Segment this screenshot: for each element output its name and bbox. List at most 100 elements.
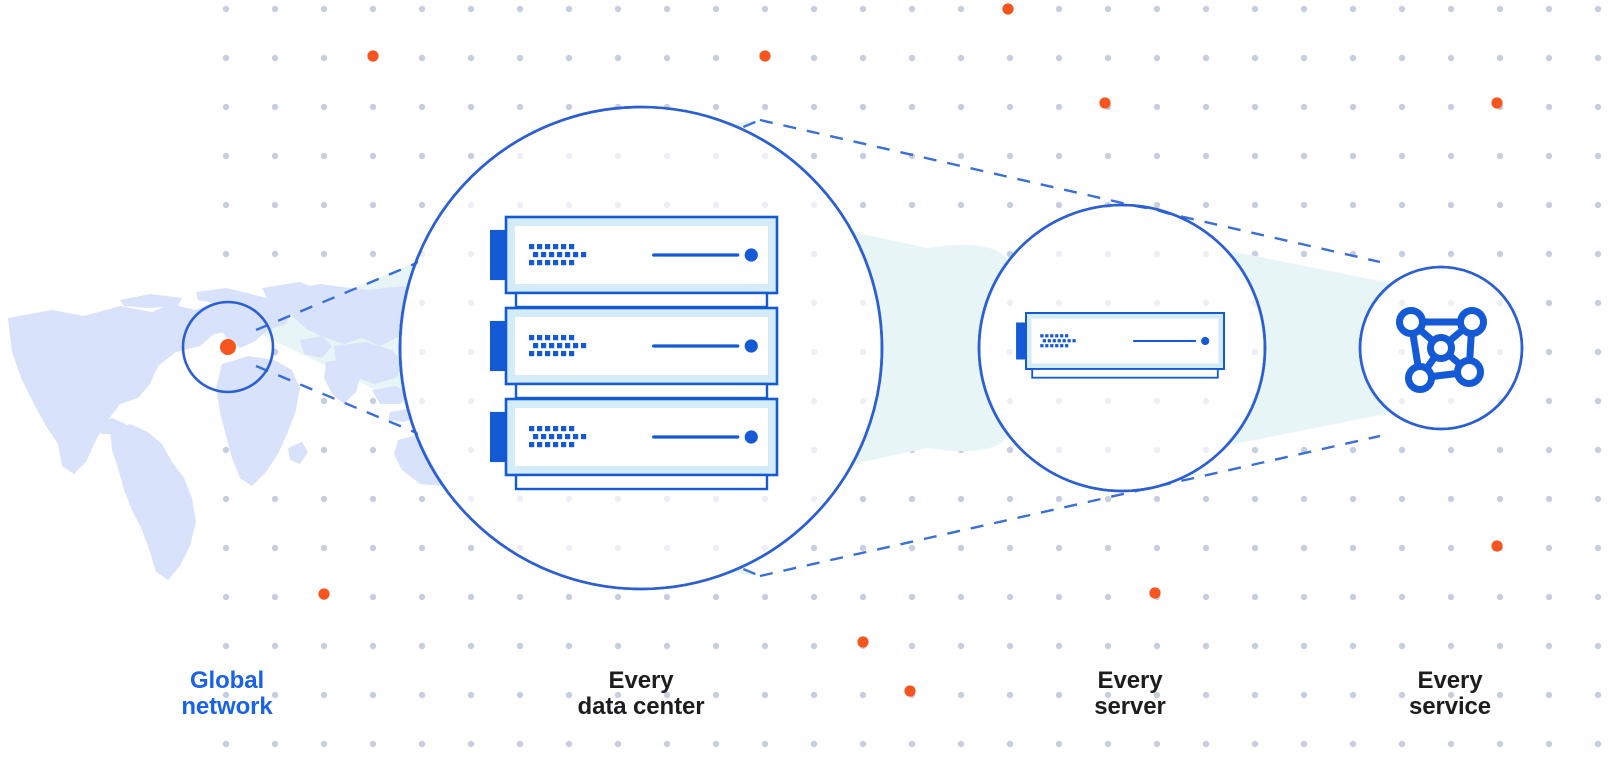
grid-dot: [1398, 544, 1406, 552]
grid-dot: [467, 348, 475, 356]
grid-dot: [957, 495, 965, 503]
grid-dot: [1398, 152, 1406, 160]
grid-dot: [1202, 446, 1210, 454]
grid-dot: [614, 642, 622, 650]
grid-dot: [1104, 152, 1112, 160]
grid-dot: [1545, 397, 1553, 405]
grid-dot: [222, 691, 230, 699]
grid-dot: [957, 544, 965, 552]
grid-dot: [1300, 5, 1308, 13]
grid-dot: [467, 397, 475, 405]
grid-dot: [712, 740, 720, 748]
grid-dot: [1202, 495, 1210, 503]
grid-dot: [222, 103, 230, 111]
grid-dot: [1496, 642, 1504, 650]
grid-dot: [1153, 740, 1161, 748]
status-led: [541, 434, 547, 440]
grid-dot: [1104, 201, 1112, 209]
status-led: [1050, 334, 1054, 338]
grid-dot: [1153, 201, 1161, 209]
grid-dot: [1202, 691, 1210, 699]
status-led: [1055, 334, 1059, 338]
grid-dot: [369, 740, 377, 748]
grid-dot: [1594, 544, 1602, 552]
grid-dot: [1300, 5, 1308, 13]
status-led: [529, 244, 535, 250]
grid-dot: [1104, 593, 1112, 601]
grid-dot: [1545, 348, 1553, 356]
map-location-pin-icon: [220, 339, 236, 355]
grid-dot: [1251, 740, 1259, 748]
grid-dot: [1055, 103, 1063, 111]
grid-dot: [1055, 152, 1063, 160]
rack-rail: [1031, 368, 1219, 379]
grid-dot: [516, 5, 524, 13]
grid-dot: [908, 642, 916, 650]
grid-dot: [663, 495, 671, 503]
grid-dot: [1447, 544, 1455, 552]
grid-dot: [1447, 642, 1455, 650]
grid-dot: [761, 54, 769, 62]
grid-dot: [663, 740, 671, 748]
grid-dot: [565, 691, 573, 699]
grid-dot: [1300, 348, 1308, 356]
grid-dot: [418, 250, 426, 258]
grid-dot: [908, 691, 916, 699]
grid-dot: [1153, 152, 1161, 160]
grid-dot: [320, 397, 328, 405]
grid-dot: [1104, 152, 1112, 160]
grid-dot: [1398, 642, 1406, 650]
grid-dot: [859, 5, 867, 13]
grid-dot: [712, 54, 720, 62]
status-led: [1067, 339, 1071, 343]
grid-dot: [418, 348, 426, 356]
grid-dot: [957, 740, 965, 748]
grid-dot: [1104, 5, 1112, 13]
grid-dot: [1251, 446, 1259, 454]
grid-dot: [418, 397, 426, 405]
grid-dot: [908, 740, 916, 748]
grid-dot: [1104, 691, 1112, 699]
grid-dot: [957, 691, 965, 699]
grid-dot: [222, 152, 230, 160]
grid-dot: [1349, 54, 1357, 62]
grid-dot: [1496, 201, 1504, 209]
grid-dot: [1594, 250, 1602, 258]
grid-dot: [369, 250, 377, 258]
grid-dot: [1055, 250, 1063, 258]
grid-dot: [418, 691, 426, 699]
grid-dot: [320, 642, 328, 650]
grid-dot: [1594, 103, 1602, 111]
grid-dot: [369, 691, 377, 699]
grid-dot: [1202, 250, 1210, 258]
grid-dot: [369, 740, 377, 748]
grid-dot: [614, 54, 622, 62]
grid-dot: [1545, 299, 1553, 307]
grid-dot: [908, 593, 916, 601]
status-led: [533, 434, 539, 440]
grid-dot: [761, 152, 769, 160]
grid-dot: [418, 103, 426, 111]
grid-dot: [1496, 103, 1504, 111]
grid-dot: [1398, 348, 1406, 356]
grid-dot: [1202, 299, 1210, 307]
single-server-unit: [1016, 312, 1225, 379]
grid-dot: [516, 691, 524, 699]
grid-dot: [516, 544, 524, 552]
grid-dot: [565, 495, 573, 503]
caption-line-1: Every: [1417, 667, 1483, 694]
grid-dot: [1251, 691, 1259, 699]
status-led: [561, 442, 567, 448]
grid-dot: [1398, 691, 1406, 699]
grid-dot: [663, 201, 671, 209]
status-led: [545, 351, 551, 357]
grid-dot: [712, 593, 720, 601]
grid-dot: [320, 103, 328, 111]
status-led: [557, 252, 563, 258]
grid-dot: [1251, 250, 1259, 258]
grid-dot: [908, 201, 916, 209]
grid-dot: [418, 103, 426, 111]
grid-dot: [859, 495, 867, 503]
grid-dot: [1349, 691, 1357, 699]
grid-dot: [810, 250, 818, 258]
